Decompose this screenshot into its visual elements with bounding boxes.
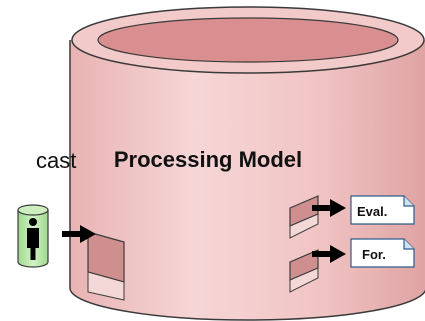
person-icon <box>27 218 39 260</box>
processing-model-label: Processing Model <box>114 147 302 172</box>
output-panel-eval <box>289 195 319 239</box>
for-arrow-icon <box>312 245 346 263</box>
eval-document-label: Eval. <box>357 204 387 219</box>
for-document-label: For. <box>362 247 386 262</box>
eval-document: Eval. <box>350 195 415 225</box>
side-text: cast <box>36 148 76 173</box>
input-panel <box>87 231 125 301</box>
for-document: For. <box>350 238 415 268</box>
output-panel-for <box>289 249 319 293</box>
input-arrow-icon <box>62 225 96 243</box>
eval-arrow-icon <box>312 199 346 217</box>
